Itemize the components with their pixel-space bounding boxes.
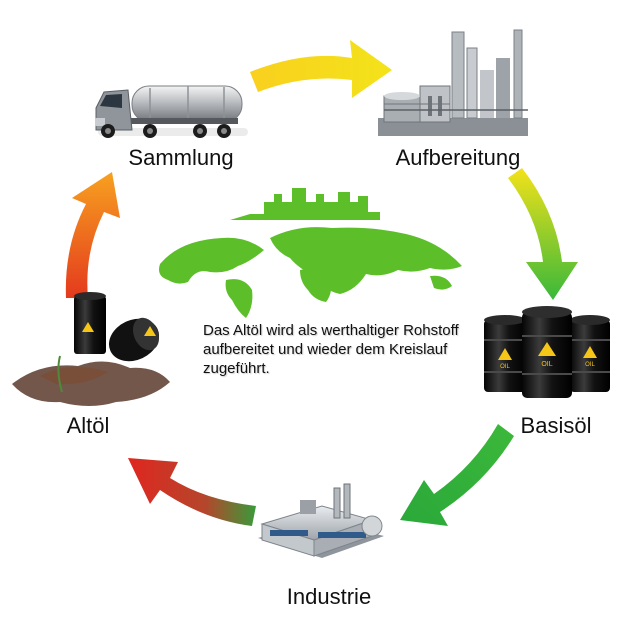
station-label-basisoel: Basisöl: [521, 413, 592, 438]
arrow-altoel-to-sammlung: [65, 172, 120, 298]
green-world-city-icon: [159, 188, 462, 318]
barrel-oil-text: OIL: [541, 361, 552, 368]
arrow-industrie-to-altoel: [128, 458, 256, 526]
arrow-basisoel-to-industrie: [400, 424, 514, 526]
station-label-altoel: Altöl: [67, 413, 110, 438]
station-label-sammlung: Sammlung: [128, 145, 233, 170]
arrow-sammlung-to-aufbereitung: [250, 40, 392, 98]
oil-barrel: [108, 317, 160, 362]
tanker-truck-icon: [95, 85, 248, 138]
oil-barrel: OIL: [570, 315, 610, 392]
oil-barrels-icon: OIL OIL OIL: [484, 306, 610, 398]
station-label-industrie: Industrie: [287, 584, 371, 609]
arrow-aufbereitung-to-basisoel: [508, 168, 578, 300]
station-label-aufbereitung: Aufbereitung: [396, 145, 521, 170]
oil-barrel: [74, 292, 106, 354]
barrel-oil-text: OIL: [500, 364, 510, 370]
oil-barrel: OIL: [522, 306, 572, 398]
barrel-oil-text: OIL: [585, 362, 595, 368]
center-description: Das Altöl wird als werthaltiger Rohstoff…: [203, 322, 459, 377]
oil-barrel: OIL: [484, 315, 526, 392]
spilled-oil-barrels-icon: [12, 292, 170, 406]
refinery-icon: [378, 29, 528, 136]
factory-icon: [258, 483, 384, 558]
